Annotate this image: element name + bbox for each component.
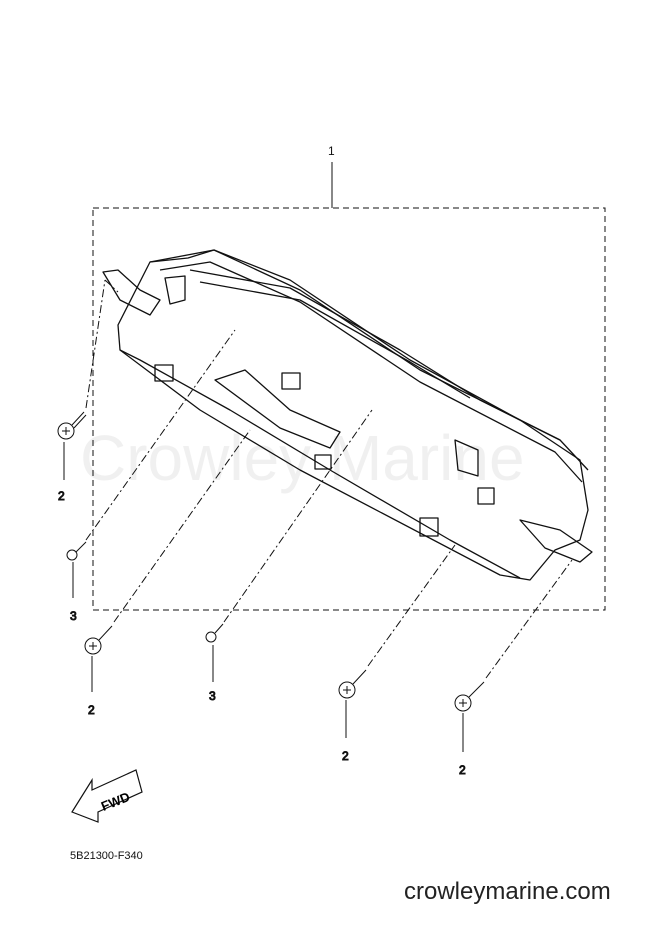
callout-2-b: 2 bbox=[88, 703, 95, 717]
screw-3-left bbox=[66, 329, 236, 598]
website-link[interactable]: crowleymarine.com bbox=[404, 878, 611, 905]
cover-assembly bbox=[102, 249, 593, 581]
screw-group: 2 3 2 3 bbox=[57, 279, 573, 778]
screw-2-right bbox=[454, 559, 573, 752]
screw-2-upper-left bbox=[57, 279, 119, 480]
forward-arrow-icon: FWD bbox=[71, 769, 143, 823]
callout-2-c: 2 bbox=[342, 749, 349, 763]
screw-2-lower-middle bbox=[338, 544, 456, 738]
screw-3-middle bbox=[205, 409, 373, 682]
part-code: 5B21300-F340 bbox=[70, 850, 143, 862]
callout-2-d: 2 bbox=[459, 763, 466, 777]
callout-3-a: 3 bbox=[70, 609, 77, 623]
callout-2-a: 2 bbox=[58, 489, 65, 503]
callout-3-b: 3 bbox=[209, 689, 216, 703]
watermark-text: Crowley Marine bbox=[80, 422, 525, 494]
assembly-boundary bbox=[92, 207, 606, 611]
screw-2-lower-left bbox=[84, 429, 251, 692]
callout-1: 1 bbox=[328, 144, 335, 158]
